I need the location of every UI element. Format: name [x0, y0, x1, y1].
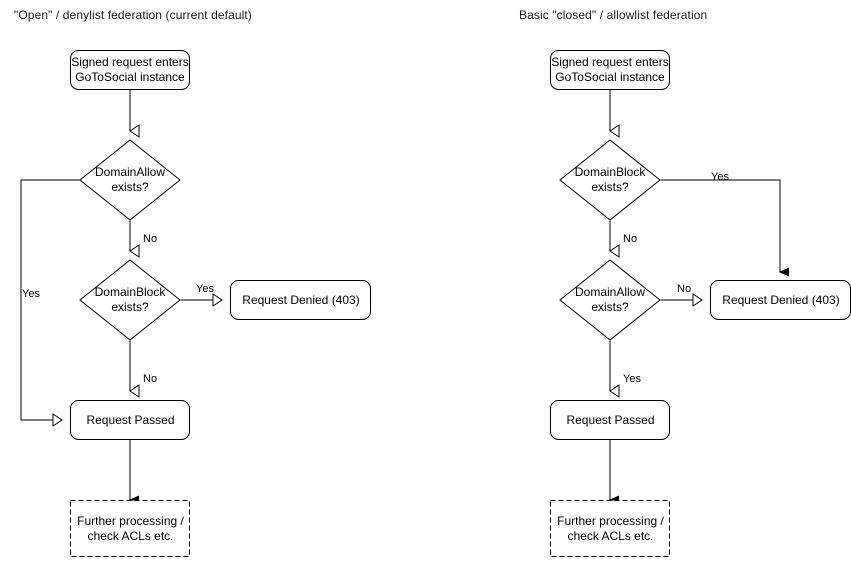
edge-label-allow-yes-left: Yes — [22, 288, 40, 300]
node-decision-domainblock-left — [79, 259, 181, 341]
edge-label-allow-yes-right: Yes — [623, 373, 641, 385]
panel-title-closed-allowlist: Basic "closed" / allowlist federation — [519, 8, 708, 22]
node-request-passed-left — [70, 400, 190, 440]
node-further-processing-left — [70, 500, 190, 557]
edge-domainallow-yes-left — [20, 179, 80, 427]
node-further-processing-right — [550, 500, 670, 557]
node-decision-domainblock-right — [559, 139, 661, 221]
node-decision-domainallow-right — [559, 259, 661, 341]
node-decision-domainallow-left — [79, 139, 181, 221]
node-request-denied-left — [230, 280, 371, 320]
node-request-denied-right — [710, 280, 851, 320]
node-start-right — [550, 50, 670, 90]
node-request-passed-right — [550, 400, 670, 440]
edge-domainblock-yes-right — [660, 179, 780, 272]
node-start-left — [70, 50, 190, 90]
edge-label-block-no-left: No — [143, 373, 158, 385]
edge-label-allow-no-right: No — [677, 283, 692, 295]
edge-label-allow-no-left: No — [143, 233, 158, 245]
edge-label-block-yes-right: Yes — [711, 171, 729, 183]
edge-label-block-no-right: No — [623, 233, 638, 245]
panel-title-open-denylist: "Open" / denylist federation (current de… — [14, 8, 252, 22]
edge-label-block-yes-left: Yes — [196, 283, 214, 295]
